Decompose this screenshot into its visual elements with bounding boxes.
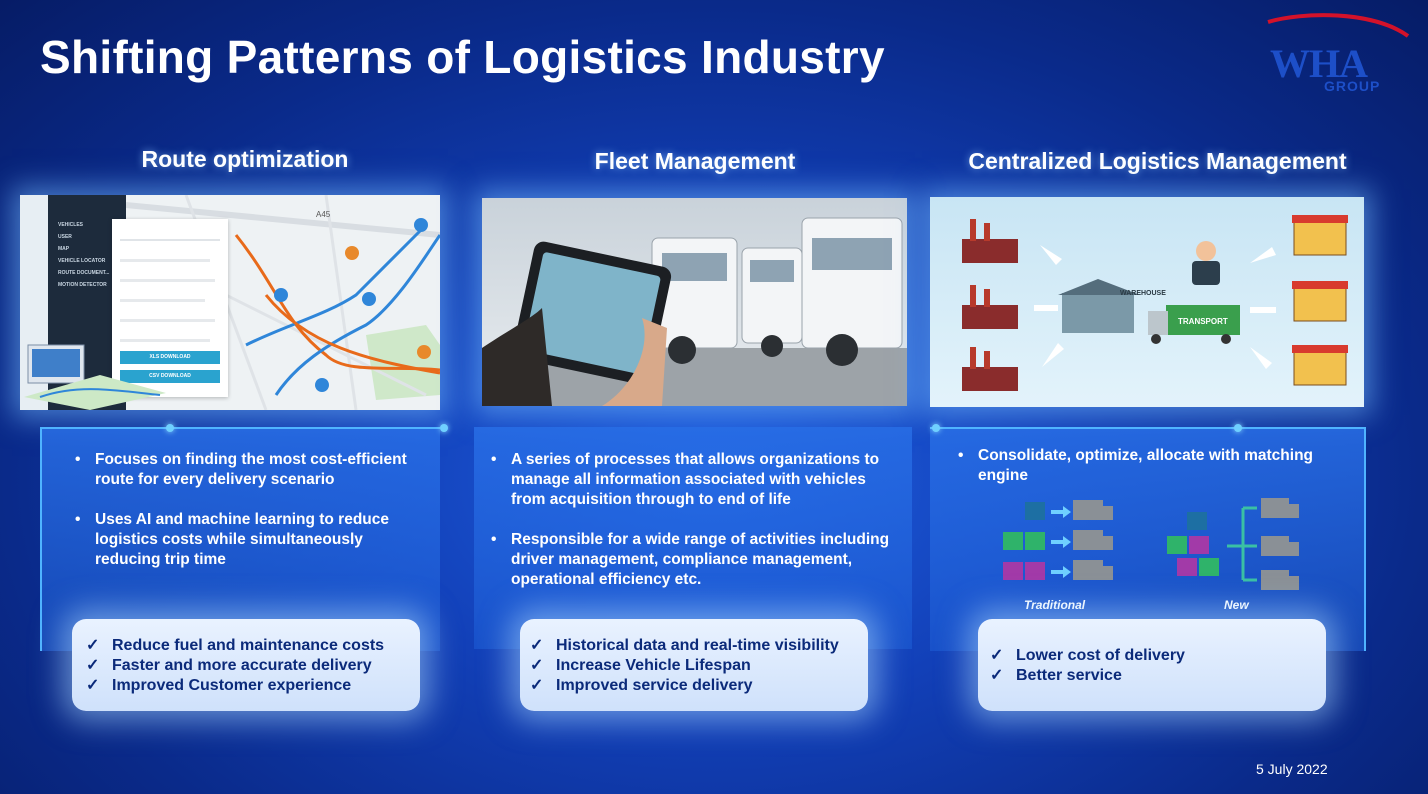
csv-download-button[interactable]: CSV DOWNLOAD	[120, 370, 220, 383]
fleet-management-title: Fleet Management	[594, 148, 796, 174]
sidebar-item-motion-detector[interactable]: MOTION DETECTOR	[58, 282, 107, 288]
truck-icon	[1261, 498, 1299, 590]
check-icon: ✓	[990, 667, 1004, 684]
bullet-item: Responsible for a wide range of activiti…	[491, 530, 891, 590]
benefit-item: ✓Improved Customer experience	[86, 677, 352, 694]
truck-icon	[1073, 500, 1113, 580]
benefit-item: ✓Improved service delivery	[530, 677, 753, 694]
check-icon: ✓	[530, 657, 544, 674]
sidebar-item-vehicles[interactable]: VEHICLES	[58, 222, 84, 228]
logo-group-text: GROUP	[1324, 78, 1381, 94]
map-pin-blue-2[interactable]	[315, 378, 329, 392]
fleet-management-bullets: A series of processes that allows organi…	[491, 450, 891, 610]
bullet-item: Focuses on finding the most cost-efficie…	[75, 450, 425, 490]
route-optimization-title: Route optimization	[141, 146, 349, 172]
benefit-item: ✓Historical data and real-time visibilit…	[530, 637, 839, 654]
factory-icon	[962, 219, 1018, 391]
map-pin-blue-4[interactable]	[414, 218, 428, 232]
centralized-benefits-box: ✓Lower cost of delivery ✓Better service	[978, 619, 1326, 711]
matching-engine-comparison	[1003, 498, 1299, 590]
benefit-item: ✓Lower cost of delivery	[990, 647, 1185, 664]
page-title: Shifting Patterns of Logistics Industry	[40, 31, 885, 83]
centralized-logistics-bullets: Consolidate, optimize, allocate with mat…	[958, 446, 1358, 506]
bullet-item: Uses AI and machine learning to reduce l…	[75, 510, 425, 570]
xls-download-button[interactable]: XLS DOWNLOAD	[120, 351, 220, 364]
check-icon: ✓	[86, 657, 100, 674]
sidebar-item-vehicle-locator[interactable]: VEHICLE LOCATOR	[58, 258, 106, 264]
route-optimization-bullets: Focuses on finding the most cost-efficie…	[75, 450, 425, 590]
check-icon: ✓	[530, 677, 544, 694]
map-pin-orange-3[interactable]	[417, 345, 431, 359]
route-list-panel: XLS DOWNLOAD CSV DOWNLOAD	[112, 219, 228, 397]
logo-swoosh-icon	[1267, 13, 1410, 38]
check-icon: ✓	[530, 637, 544, 654]
new-label: New	[1224, 598, 1249, 612]
benefit-item: ✓Reduce fuel and maintenance costs	[86, 637, 385, 654]
map-pin-blue-1[interactable]	[274, 288, 288, 302]
store-icon	[1292, 215, 1348, 386]
map-pin-orange-2[interactable]	[345, 246, 359, 260]
benefit-item: ✓Increase Vehicle Lifespan	[530, 657, 751, 674]
isometric-map-illustration	[24, 344, 166, 410]
centralized-logistics-title: Centralized Logistics Management	[968, 148, 1347, 174]
transport-label: TRANSPORT	[1178, 317, 1228, 326]
driver-icon	[1196, 241, 1216, 261]
wha-group-logo: WHA GROUP	[1262, 10, 1412, 100]
check-icon: ✓	[86, 637, 100, 654]
logo-wordmark: WHA	[1270, 41, 1368, 86]
fleet-benefits-box: ✓Historical data and real-time visibilit…	[520, 619, 868, 711]
fleet-trucks-photo	[482, 198, 907, 406]
check-icon: ✓	[86, 677, 100, 694]
map-pin-blue-3[interactable]	[362, 292, 376, 306]
box-stack-icon	[1167, 512, 1219, 576]
check-icon: ✓	[990, 647, 1004, 664]
bullet-item: A series of processes that allows organi…	[491, 450, 891, 510]
route-app-screenshot: VEHICLES USER MAP VEHICLE LOCATOR ROUTE …	[20, 195, 440, 410]
benefit-item: ✓Faster and more accurate delivery	[86, 657, 372, 674]
map-road-label: A45	[316, 210, 331, 219]
sidebar-item-user[interactable]: USER	[58, 234, 72, 240]
sidebar-item-route-document[interactable]: ROUTE DOCUMENT...	[58, 270, 110, 276]
traditional-label: Traditional	[1024, 598, 1086, 612]
benefit-item: ✓Better service	[990, 667, 1122, 684]
bullet-item: Consolidate, optimize, allocate with mat…	[958, 446, 1358, 486]
centralized-logistics-diagram: WAREHOUSE TRANSPORT	[930, 197, 1364, 407]
slide-date: 5 July 2022	[1256, 761, 1328, 777]
warehouse-label: WAREHOUSE	[1120, 290, 1166, 297]
box-stack-icon	[1003, 502, 1045, 580]
route-benefits-box: ✓Reduce fuel and maintenance costs ✓Fast…	[72, 619, 420, 711]
sidebar-item-map[interactable]: MAP	[58, 246, 70, 252]
